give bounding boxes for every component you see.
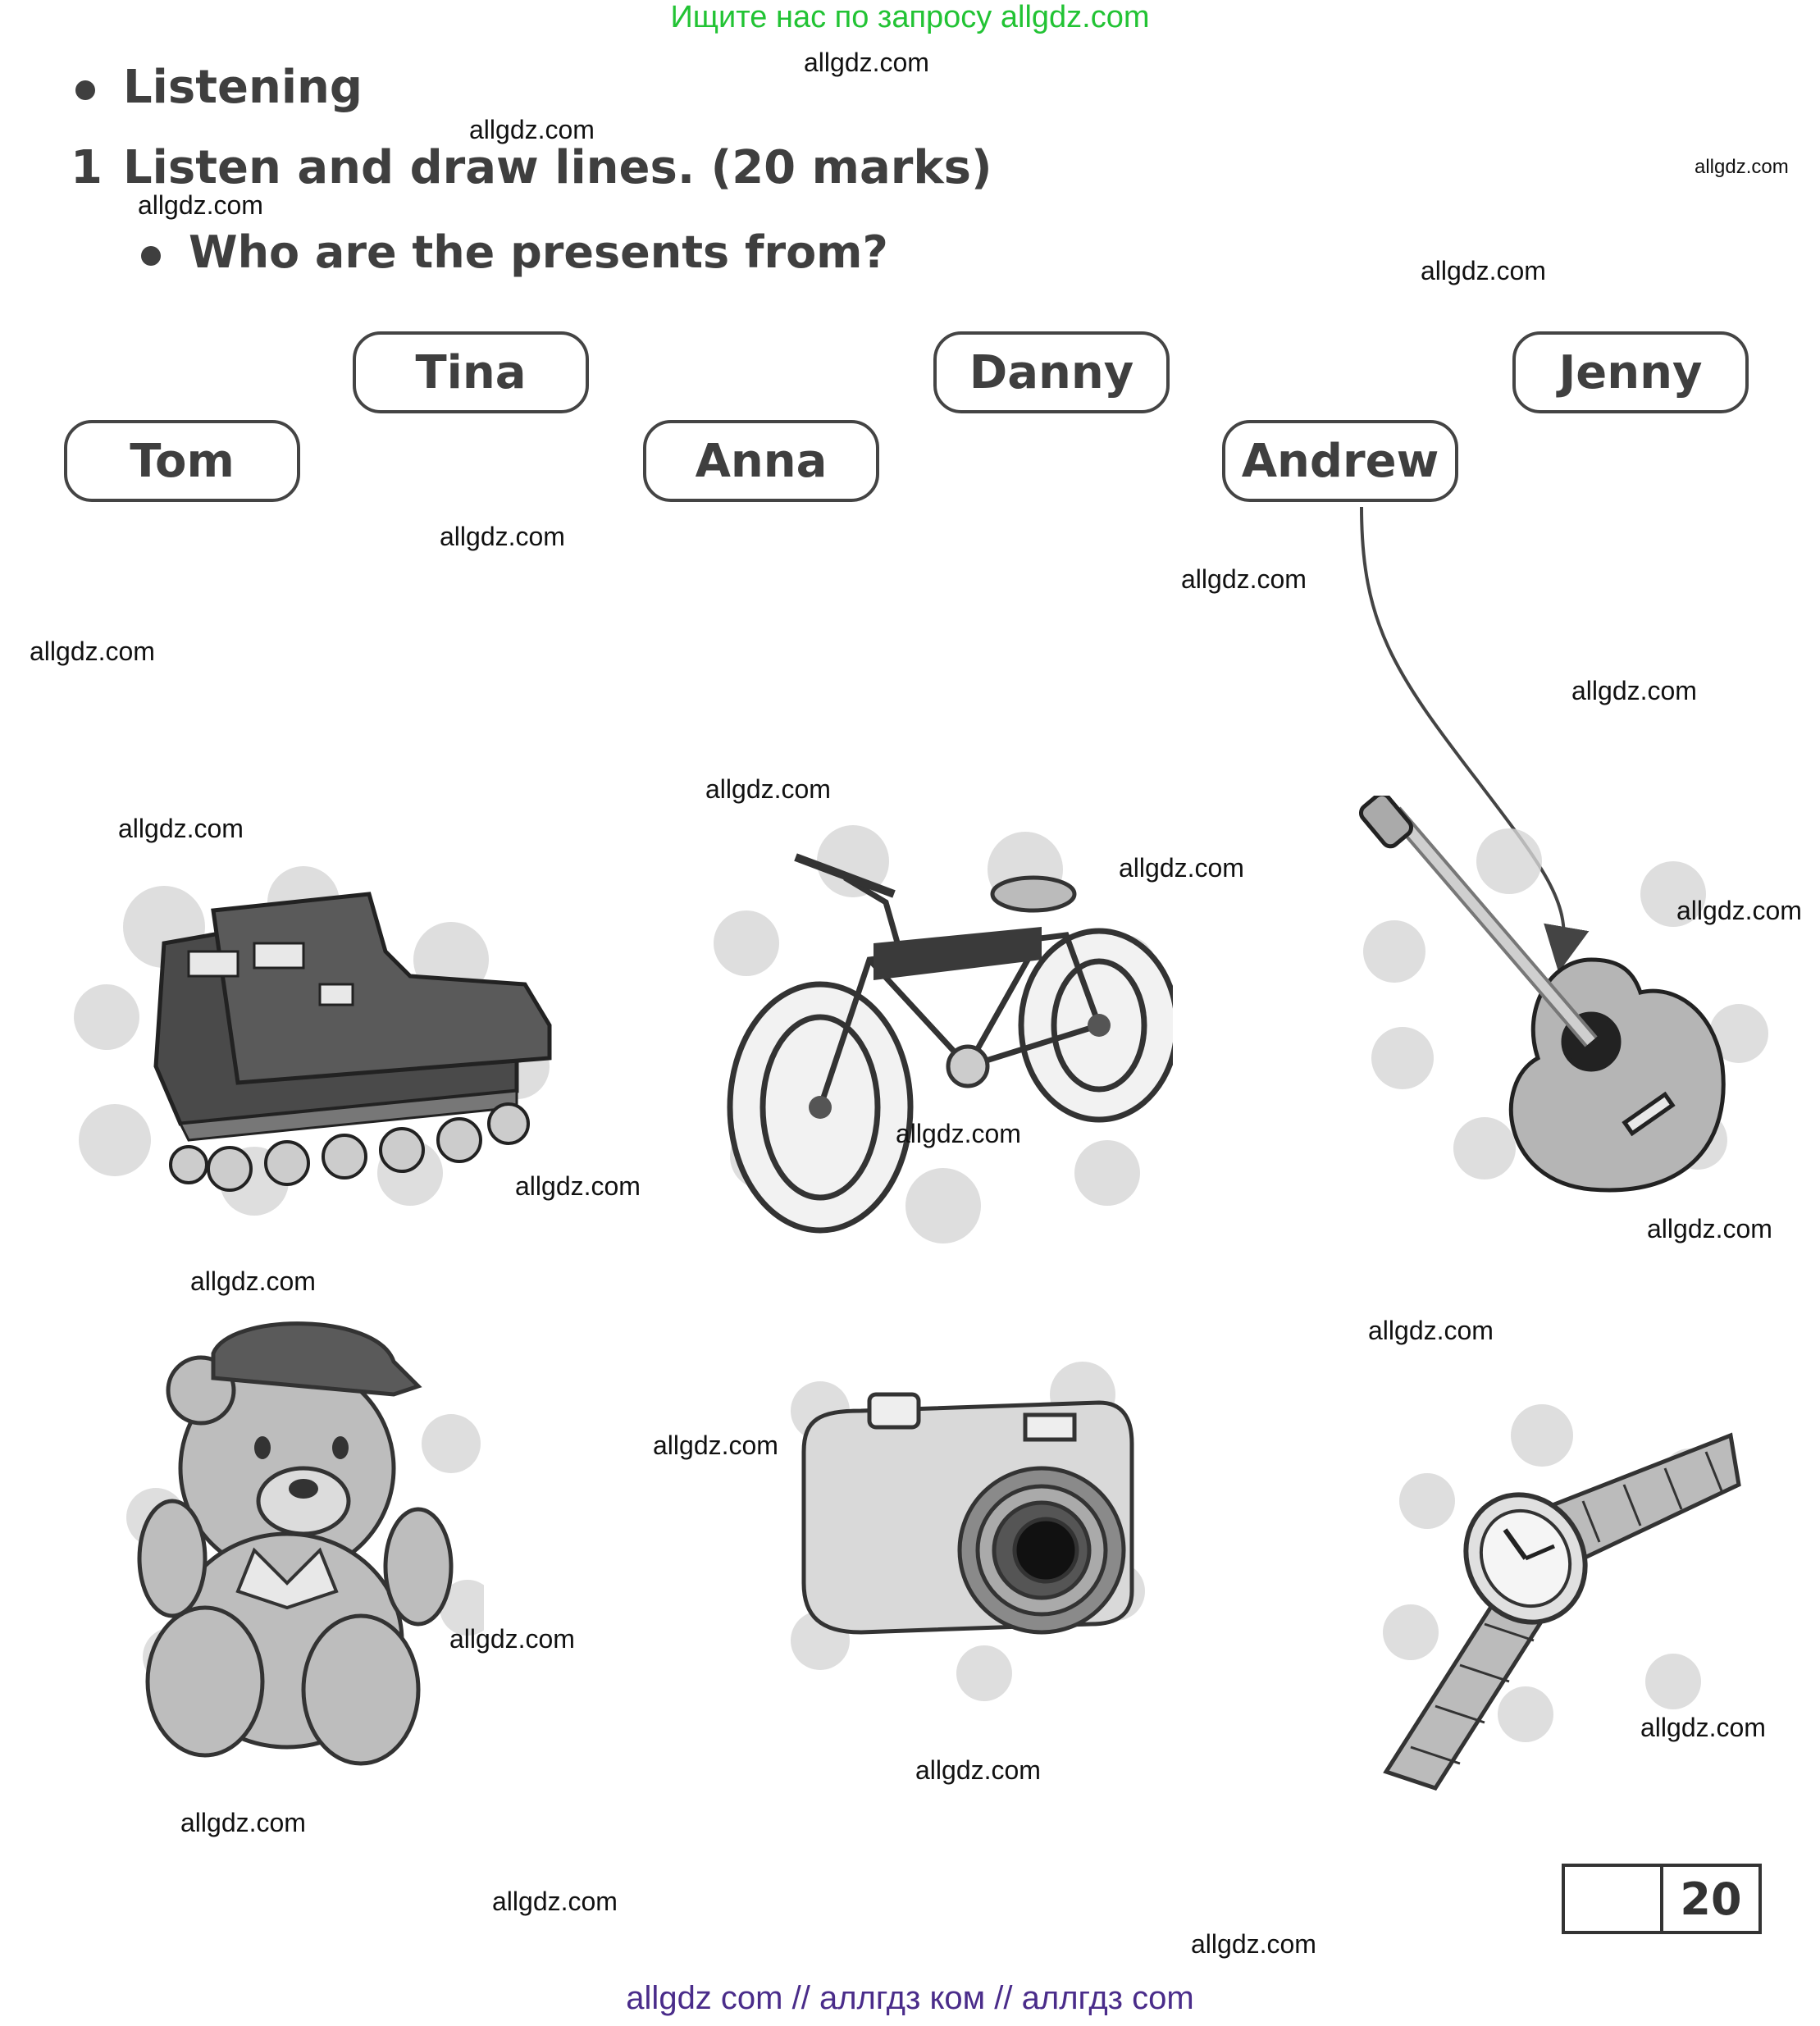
name-box-andrew[interactable]: Andrew: [1222, 420, 1458, 502]
name-box-tom[interactable]: Tom: [64, 420, 300, 502]
watermark: allgdz.com: [1647, 1214, 1772, 1243]
bicycle-icon[interactable]: [697, 812, 1173, 1255]
watermark: allgdz.com: [1676, 896, 1802, 925]
section-bullet: [75, 80, 95, 100]
watermark: allgdz.com: [1368, 1316, 1494, 1345]
section-title: Listening: [123, 61, 363, 114]
watermark: allgdz.com: [1119, 853, 1244, 883]
watermark: allgdz.com: [180, 1808, 306, 1837]
name-box-danny[interactable]: Danny: [933, 331, 1170, 413]
watermark: allgdz.com: [1640, 1713, 1766, 1742]
bottom-banner: allgdz com // аллгдз ком // аллгдз com: [626, 1980, 1194, 2016]
watermark: allgdz.com: [1571, 676, 1697, 705]
teddy-bear-icon[interactable]: [123, 1312, 484, 1772]
watermark: allgdz.com: [1421, 256, 1546, 285]
watermark: allgdz.com: [492, 1887, 618, 1916]
watermark: allgdz.com: [915, 1755, 1041, 1785]
guitar-icon[interactable]: [1345, 796, 1772, 1222]
score-max: 20: [1680, 1873, 1742, 1925]
score-input-cell[interactable]: [1565, 1867, 1663, 1931]
camera-icon[interactable]: [771, 1345, 1148, 1706]
watermark: allgdz.com: [138, 190, 263, 220]
name-box-tina[interactable]: Tina: [353, 331, 589, 413]
question-text: Who are the presents from?: [189, 226, 888, 278]
score-box: 20: [1562, 1864, 1762, 1934]
watermark: allgdz.com: [1695, 156, 1789, 178]
task-number: 1: [71, 141, 103, 194]
watch-icon[interactable]: [1362, 1386, 1755, 1796]
name-box-jenny[interactable]: Jenny: [1512, 331, 1749, 413]
watermark: allgdz.com: [1181, 564, 1307, 594]
watermark: allgdz.com: [440, 522, 565, 551]
watermark: allgdz.com: [705, 774, 831, 804]
watermark: allgdz.com: [515, 1171, 641, 1201]
watermark: allgdz.com: [896, 1119, 1021, 1148]
watermark: allgdz.com: [118, 814, 244, 843]
task-instruction: Listen and draw lines. (20 marks): [123, 141, 992, 194]
watermark: allgdz.com: [469, 115, 595, 144]
question-bullet: [141, 246, 161, 266]
watermark: allgdz.com: [653, 1431, 778, 1460]
watermark: allgdz.com: [804, 48, 929, 77]
name-box-anna[interactable]: Anna: [643, 420, 879, 502]
watermark: allgdz.com: [190, 1266, 316, 1296]
watermark: allgdz.com: [30, 637, 155, 666]
watermark: allgdz.com: [449, 1624, 575, 1654]
roller-skates-icon[interactable]: [57, 853, 566, 1230]
top-banner: Ищите нас по запросу allgdz.com: [670, 0, 1150, 34]
watermark: allgdz.com: [1191, 1929, 1316, 1959]
